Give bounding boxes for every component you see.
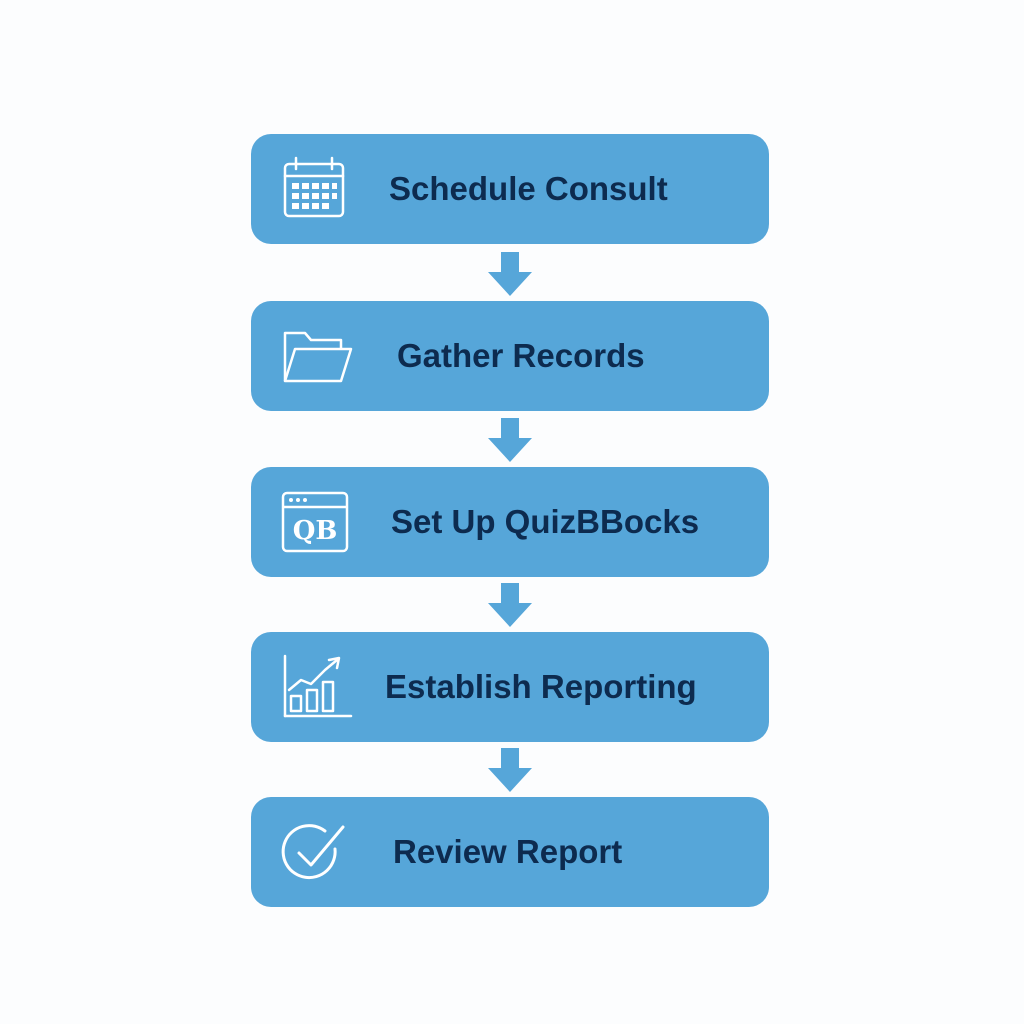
step-establish-reporting: Establish Reporting: [251, 632, 769, 742]
step-label: Review Report: [393, 833, 623, 870]
step-schedule-consult: Schedule Consult: [251, 134, 769, 244]
step-label: Gather Records: [397, 337, 645, 374]
calendar-icon: [277, 154, 353, 224]
step-set-up-quickbooks: QB Set Up QuizBBocks: [251, 467, 769, 577]
step-review-report: Review Report: [251, 797, 769, 907]
folder-icon: [277, 321, 353, 391]
step-label: Schedule Consult: [389, 170, 668, 207]
check-circle-icon: [277, 817, 353, 887]
down-arrow-icon: [486, 250, 534, 298]
down-arrow-icon: [486, 416, 534, 464]
down-arrow-icon: [486, 746, 534, 794]
bar-chart-trend-icon: [277, 652, 353, 722]
down-arrow-icon: [486, 581, 534, 629]
svg-text:QB: QB: [293, 516, 338, 546]
step-gather-records: Gather Records: [251, 301, 769, 411]
quickbooks-window-icon: QB: [277, 487, 353, 557]
step-label: Establish Reporting: [385, 668, 697, 705]
step-label: Set Up QuizBBocks: [391, 503, 700, 540]
